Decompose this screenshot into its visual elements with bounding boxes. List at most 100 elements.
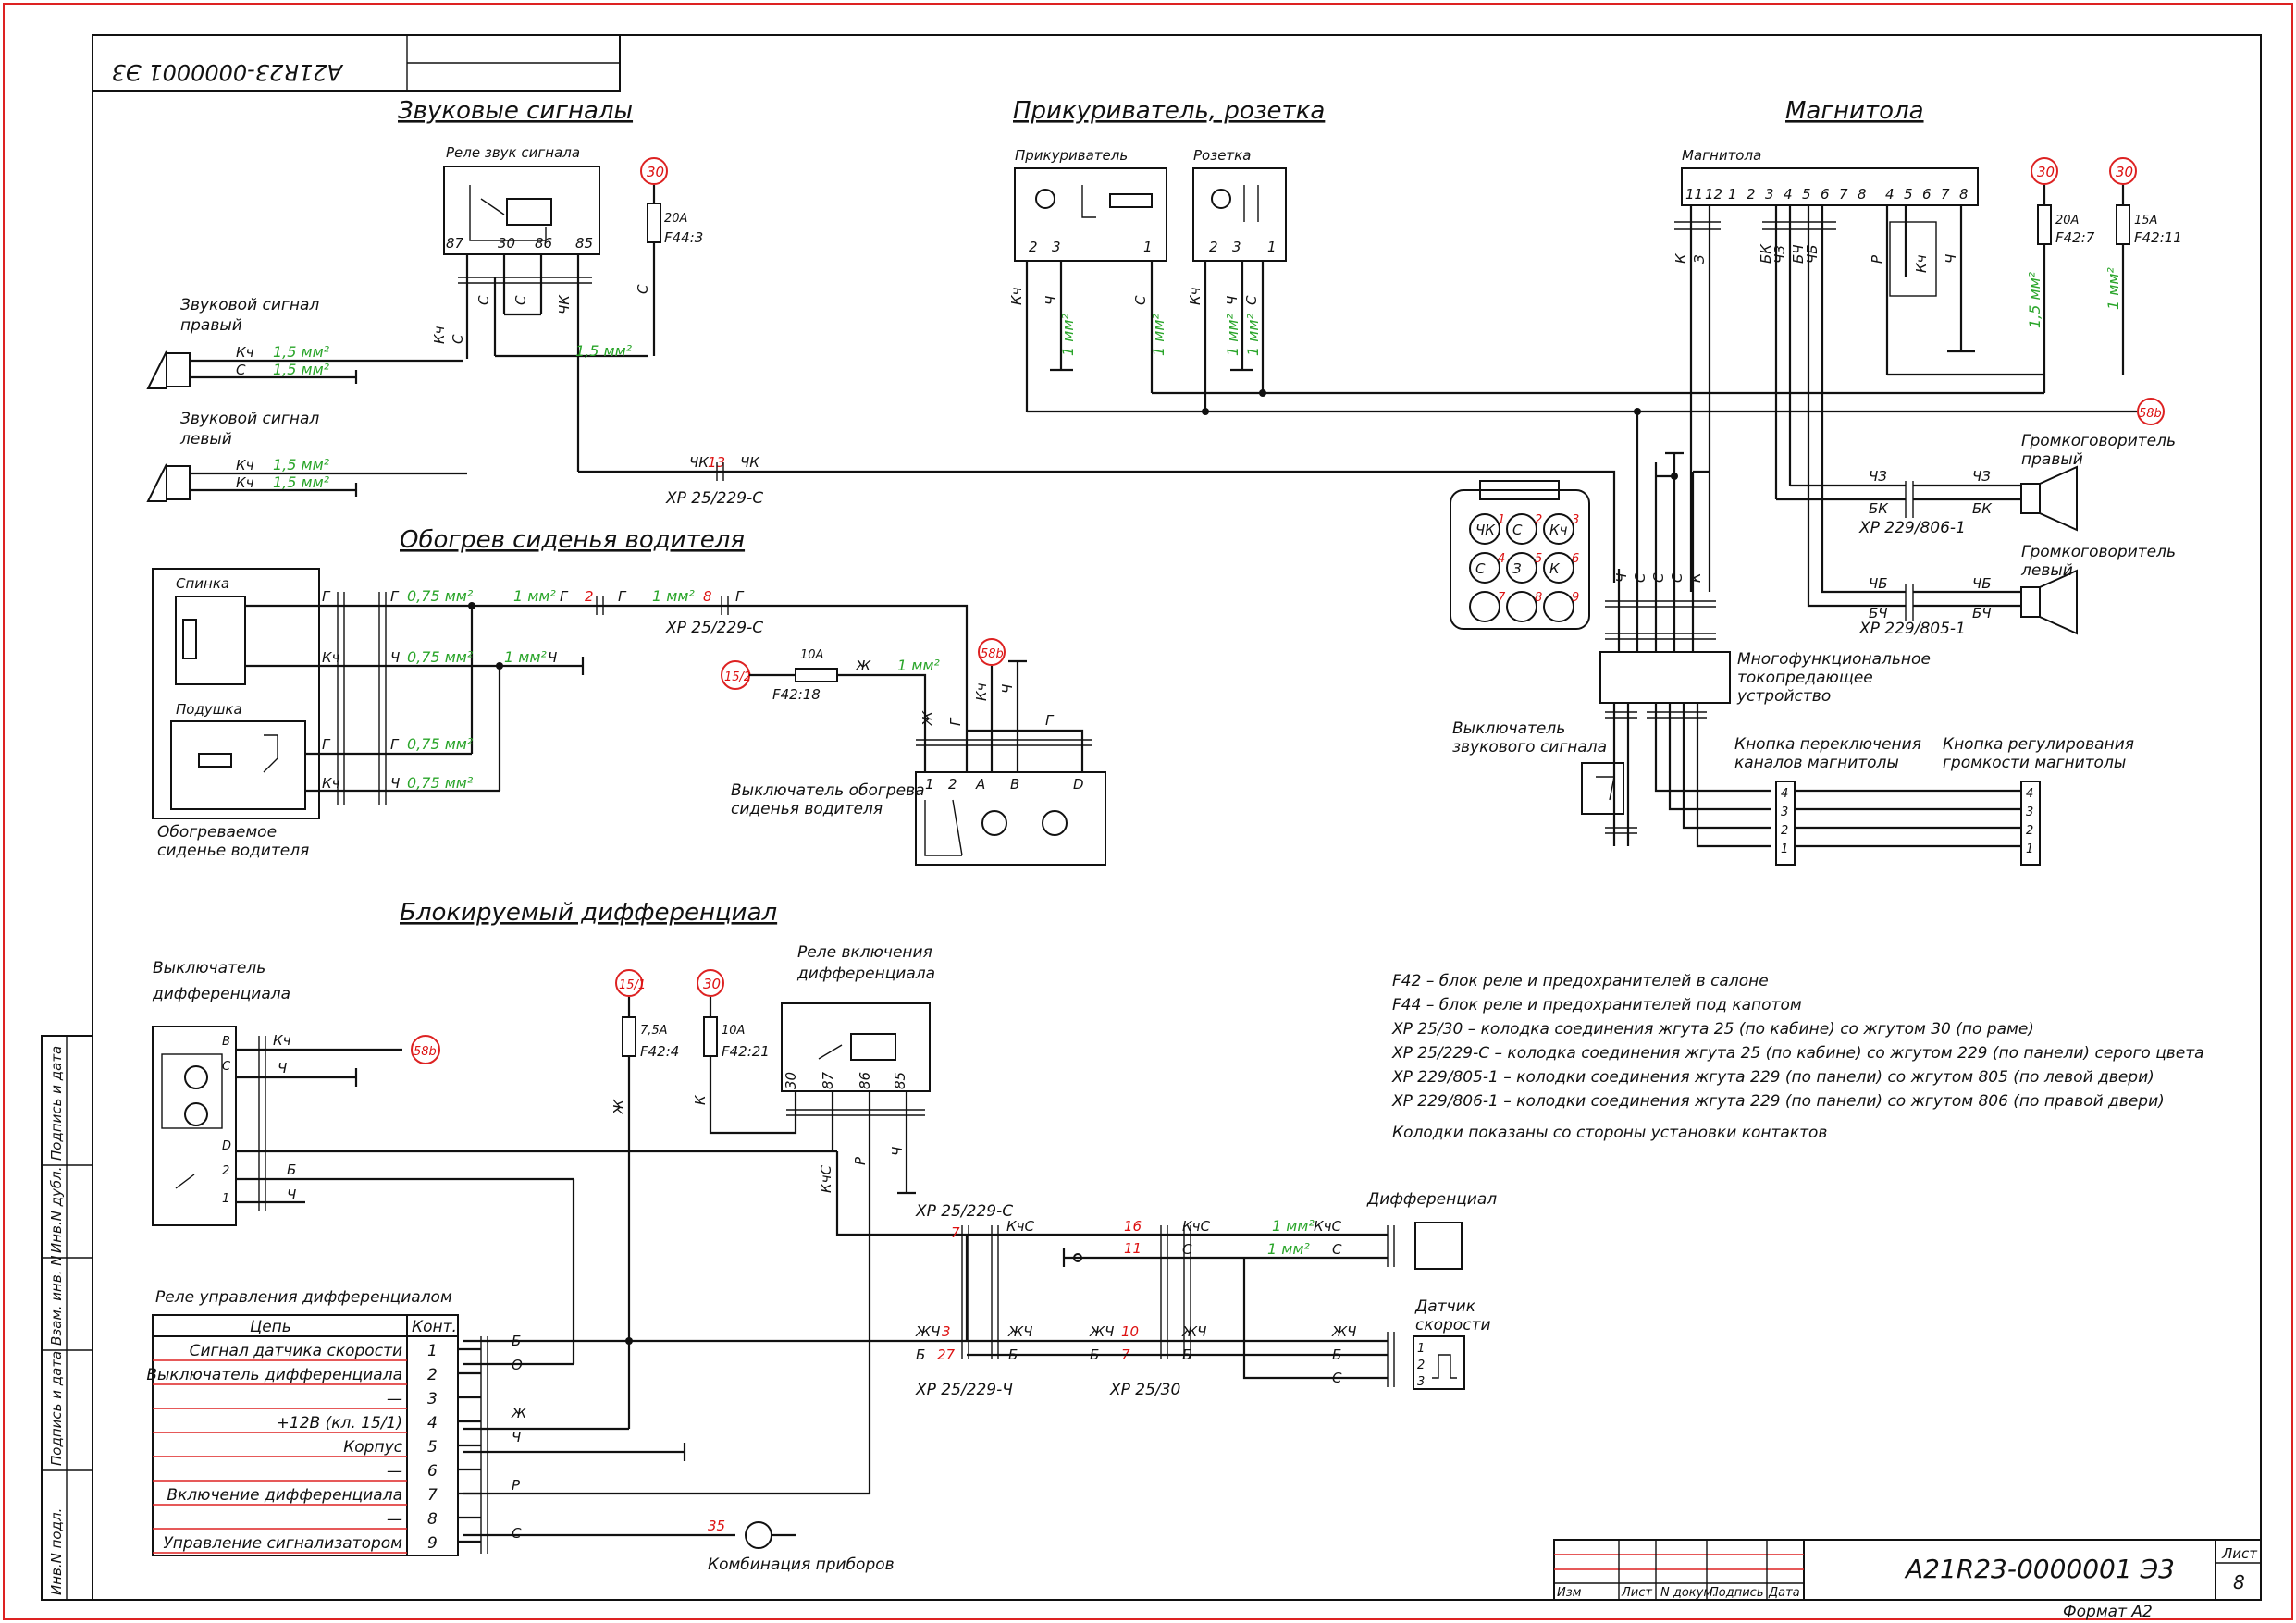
label-sections-horn-sizes-4: 1,5 мм²: [575, 342, 633, 360]
label-sections-diff-fuse2_circle: 30: [703, 976, 721, 992]
table-row-pin: 9: [427, 1534, 438, 1553]
tb-col-izm: Изм: [1557, 1586, 1582, 1600]
label-sections-diff-sensor-1: скорости: [1415, 1316, 1491, 1334]
label-sections-horn-connector: XP 25/229-С: [665, 489, 763, 508]
note-3: XP 25/30 – колодка соединения жгута 25 (…: [1391, 1020, 2034, 1039]
label-sections-radio-sizes-0: 1,5 мм²: [2026, 271, 2043, 328]
label-sections-diff-lines-3: С: [1182, 1241, 1192, 1258]
label-sections-horn-wires-8: ЧК: [556, 294, 573, 314]
label-sections-horn-fuse_rating: 20А: [664, 212, 687, 226]
label-sections-horn-wires-2: Кч: [236, 344, 254, 361]
label-sections-radio-wires-2: БК: [1758, 243, 1774, 264]
label-sections-horn-wires-9: С: [635, 284, 651, 294]
connector-cell: [1506, 552, 1537, 584]
label-sections-seat-cushion: Подушка: [176, 701, 242, 718]
label-sections-radio-btn_volume-0: Кнопка регулирования: [1943, 735, 2134, 754]
table-row-name: Корпус: [343, 1438, 402, 1457]
label-sections-radio-speaker_right-0: Громкоговоритель: [2021, 432, 2176, 450]
top-stamp: A21R23-0000001 Э3: [92, 34, 621, 92]
connector-cell-number: 3: [1572, 513, 1579, 527]
label-sections-diff-fuse1_name: F42:4: [640, 1043, 679, 1060]
label-sections-seat-switch-1: сиденья водителя: [731, 800, 883, 818]
label-sections-lighter-sizes-2: 1 мм²: [1224, 314, 1241, 356]
label-sections-horn-wires-1: С: [450, 334, 466, 344]
label-sections-radio-mfu-1: токопредающее: [1737, 669, 1873, 687]
label-sections-lighter-wires-6: С: [1243, 295, 1260, 305]
label-sections-diff-conn3: XP 25/30: [1109, 1381, 1180, 1399]
label-sections-radio-pins_a-0: 11: [1685, 186, 1703, 203]
connector-cell-number: 6: [1572, 552, 1579, 566]
label-sections-diff-relay_pins-0: 30: [783, 1072, 799, 1089]
label-sections-diff-relay_wires-2: КчС: [818, 1164, 834, 1193]
label-sections-lighter-wires-4: Ч: [1224, 296, 1241, 305]
label-sections-diff-relay-1: дифференциала: [796, 965, 935, 983]
label-sections-seat-wires-5: Ч: [390, 649, 400, 666]
label-sections-radio-wires-1: З: [1691, 254, 1708, 264]
label-sections-diff-fuse1_circle: 15/1: [619, 978, 646, 992]
label-sections-radio-horn_switch-1: звукового сигнала: [1452, 738, 1607, 756]
label-sections-horn-wires-5: Кч: [236, 474, 254, 491]
label-sections-seat-wires-13: Кч: [973, 682, 990, 701]
diff-title: Блокируемый дифференциал: [400, 899, 777, 927]
label-sections-diff-differential: Дифференциал: [1366, 1190, 1497, 1209]
label-sections-diff-switch_pins-3: 2: [222, 1164, 229, 1178]
label-sections-radio-btn_pins-1: 3: [1781, 805, 1788, 819]
label-sections-seat-switch_pins-4: D: [1073, 776, 1084, 793]
label-sections-seat-sizes-3: 0,75 мм²: [407, 774, 474, 792]
tb-col-list: Лист: [1621, 1586, 1652, 1600]
connector-cell-label: С: [1512, 522, 1523, 538]
label-sections-radio-speaker_right-1: правый: [2021, 450, 2083, 469]
connector-cell: [1506, 591, 1537, 622]
note-5: XP 229/805-1 – колодки соединения жгута …: [1391, 1068, 2154, 1087]
label-sections-lighter-wires-1: Ч: [1043, 296, 1059, 305]
label-sections-lighter-wires-2: С: [1132, 295, 1149, 305]
label-sections-seat-sizes-1: 0,75 мм²: [407, 648, 474, 666]
stamp-cell-3: Взам. инв. N: [48, 1256, 65, 1346]
label-sections-radio-pins_b-0: 1: [1728, 186, 1737, 203]
label-sections-radio-pins_a-1: 12: [1705, 186, 1722, 203]
label-sections-diff-switch_pins-0: B: [222, 1035, 230, 1049]
label-sections-radio-spk_wires-4: ЧБ: [1869, 575, 1888, 592]
label-sections-horn-relay_pins-3: 85: [575, 235, 593, 252]
drawing-frame: [92, 34, 2262, 1601]
doc-number-mirrored: A21R23-0000001 Э3: [112, 59, 344, 85]
label-sections-radio-mfu-0: Многофункциональное: [1737, 650, 1931, 669]
label-sections-radio-mfu-2: устройство: [1736, 687, 1831, 706]
label-sections-diff-sensor-0: Датчик: [1414, 1297, 1476, 1316]
label-sections-lighter-socket: Розетка: [1193, 147, 1251, 164]
label-sections-radio-spk_wires-1: БК: [1869, 500, 1889, 517]
label-sections-radio-wires-6: Р: [1869, 254, 1885, 264]
label-sections-radio-speaker_left-0: Громкоговоритель: [2021, 543, 2176, 561]
label-sections-seat-fuse_circle: 15/2: [724, 670, 751, 684]
label-sections-diff-lines-7: ЖЧ: [1089, 1323, 1114, 1340]
table-row-wire: Б: [512, 1333, 521, 1349]
label-sections-seat-pins_red-1: 8: [703, 588, 712, 605]
connector-cell: [1543, 552, 1574, 584]
label-sections-radio-pins_c-4: 8: [1959, 186, 1969, 203]
table-row-name: Управление сигнализатором: [163, 1534, 402, 1553]
label-sections-seat-wires-17: Г: [1045, 712, 1055, 729]
label-sections-radio-mfu_wires-4: К: [1687, 572, 1704, 583]
label-sections-diff-lines-8: Б: [916, 1346, 925, 1363]
label-sections-radio-spk_conn_r: XP 229/806-1: [1858, 519, 1966, 537]
label-sections-seat-pins_red-0: 2: [585, 588, 594, 605]
label-sections-radio-mfu_wires-3: С: [1669, 572, 1685, 583]
label-sections-diff-fuse1_rating: 7,5А: [640, 1024, 668, 1038]
stamp-cell-5: Подпись и дата: [48, 1046, 65, 1161]
label-sections-horn-horn_left-0: Звуковой сигнал: [180, 410, 319, 428]
connector-cell-number: 1: [1498, 513, 1505, 527]
label-sections-horn-horn_left-1: левый: [179, 430, 232, 449]
label-sections-radio-btn_pins-0: 4: [2026, 787, 2033, 801]
label-sections-seat-switch_pins-2: A: [975, 776, 985, 793]
label-sections-radio-mfu_wires-0: Ч: [1613, 573, 1630, 583]
label-sections-diff-conn1_pin: 7: [951, 1224, 960, 1241]
label-sections-diff-relay_pins-1: 87: [820, 1071, 836, 1089]
label-sections-horn-wires-4: Кч: [236, 457, 254, 473]
label-sections-diff-lines-0: КчС: [1006, 1218, 1035, 1235]
label-sections-diff-relay_wires-1: К: [692, 1094, 709, 1105]
label-sections-radio-spk_conn_l: XP 229/805-1: [1858, 620, 1966, 638]
table-row-pin: 1: [427, 1342, 438, 1360]
title-block: Изм Лист N докум. Подпись Дата A21R23-00…: [1553, 1539, 2262, 1621]
label-sections-diff-relay_pins-3: 85: [892, 1072, 908, 1089]
label-sections-radio-wires-8: Ч: [1943, 254, 1959, 264]
